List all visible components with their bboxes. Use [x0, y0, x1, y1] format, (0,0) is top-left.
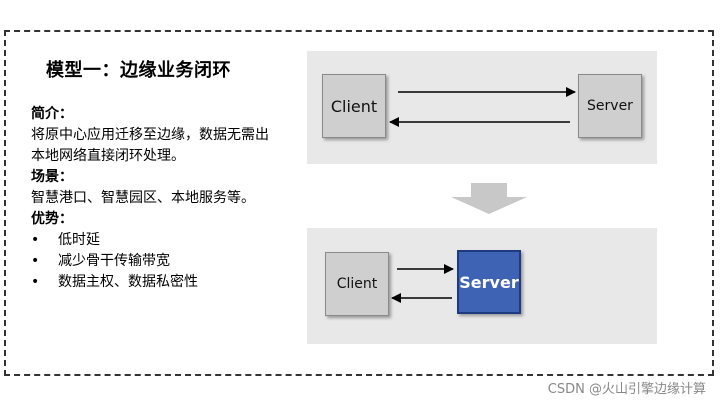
top-client-box: Client [322, 74, 386, 138]
bottom-client-box: Client [325, 252, 389, 316]
advantage-heading: 优势： [31, 211, 73, 227]
bottom-server-box: Server [457, 250, 521, 314]
advantage-item: •低时延 [31, 230, 281, 251]
bullet-icon: • [31, 232, 40, 248]
advantage-item: •减少骨干传输带宽 [31, 251, 281, 272]
bullet-icon: • [31, 274, 40, 290]
intro-heading: 简介： [31, 106, 73, 122]
advantage-item: •数据主权、数据私密性 [31, 272, 281, 293]
description-block: 简介： 将原中心应用迁移至边缘，数据无需出本地网络直接闭环处理。 场景： 智慧港… [31, 104, 281, 293]
down-arrow-icon [451, 183, 527, 214]
top-server-box: Server [578, 74, 642, 138]
scene-heading: 场景： [31, 169, 73, 185]
advantage-list: •低时延 •减少骨干传输带宽 •数据主权、数据私密性 [31, 230, 281, 293]
scene-text: 智慧港口、智慧园区、本地服务等。 [31, 190, 255, 206]
watermark-text: CSDN @火山引擎边缘计算 [547, 382, 706, 397]
intro-text: 将原中心应用迁移至边缘，数据无需出本地网络直接闭环处理。 [31, 127, 269, 164]
dashed-border-frame [4, 30, 714, 376]
diagram-title: 模型一：边缘业务闭环 [46, 60, 231, 81]
bullet-icon: • [31, 253, 40, 269]
